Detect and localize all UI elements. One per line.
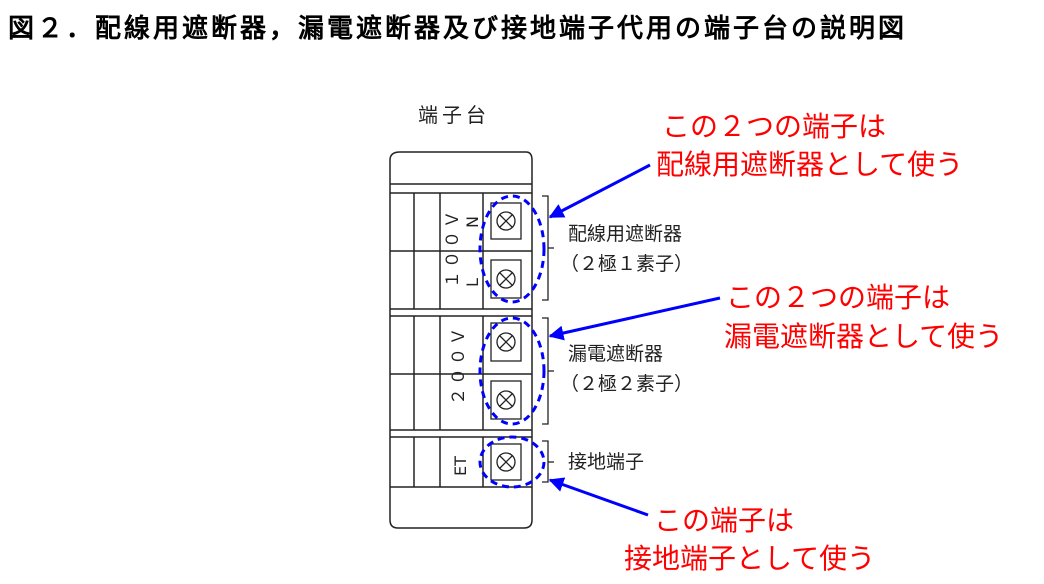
label-200v: ２００Ｖ: [449, 325, 469, 405]
figure-title: 図２．配線用遮断器，漏電遮断器及び接地端子代用の端子台の説明図: [8, 14, 908, 44]
screw-icon: [490, 202, 522, 240]
callout-elcb-line2: 漏電遮断器として使う: [724, 320, 1003, 353]
terminal-block-label: 端子台: [418, 103, 490, 127]
screw-icon: [490, 259, 522, 299]
callout-mccb-line1: この２つの端子は: [662, 110, 886, 143]
screw-icon: [490, 380, 522, 420]
group-label-mccb-detail: （２極１素子）: [560, 253, 693, 275]
label-l: L: [463, 278, 482, 287]
group-label-elcb: 漏電遮断器: [568, 343, 663, 365]
group-brackets: [542, 195, 554, 483]
callout-earth-line1: この端子は: [654, 504, 794, 537]
terminal-block-body: [389, 151, 533, 529]
highlight-ellipses: [478, 194, 546, 489]
callout-earth-line2: 接地端子として使う: [624, 542, 875, 575]
label-100v: １００Ｖ: [443, 208, 463, 288]
callout-mccb-line2: 配線用遮断器として使う: [656, 148, 963, 181]
screw-icon: [490, 443, 522, 481]
screw-icon: [490, 322, 522, 362]
callout-elcb-line1: この２つの端子は: [726, 281, 950, 314]
label-et: ET: [451, 456, 470, 476]
group-label-elcb-detail: （２極２素子）: [560, 373, 693, 395]
terminal-screws: [490, 202, 522, 481]
group-label-mccb: 配線用遮断器: [568, 223, 682, 245]
group-label-earth: 接地端子: [568, 451, 644, 473]
label-n: N: [463, 216, 482, 228]
callout-arrows: [548, 163, 721, 517]
